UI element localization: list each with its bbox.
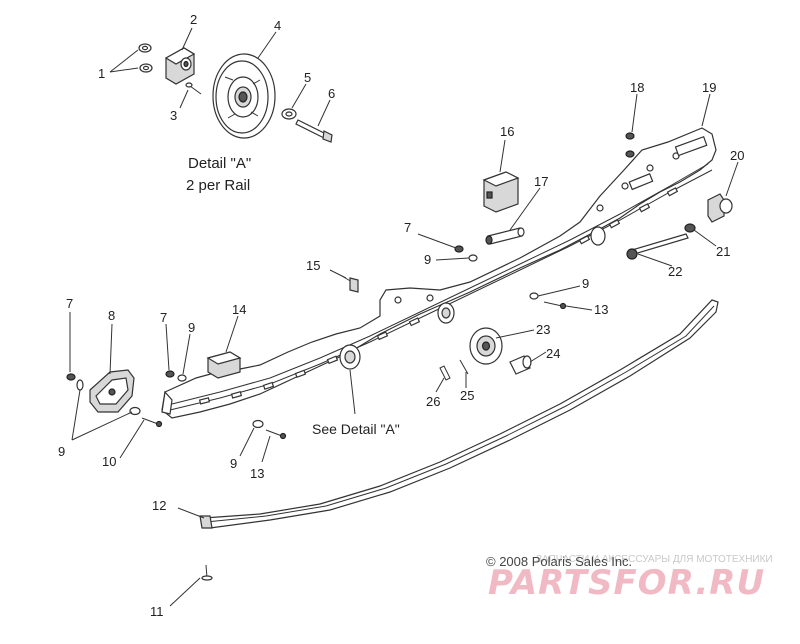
callout-5: 5: [304, 70, 311, 85]
callout-18: 18: [630, 80, 644, 95]
part-18-nuts: [625, 132, 635, 158]
callout-9a: 9: [188, 320, 195, 335]
callout-19: 19: [702, 80, 716, 95]
callout-6: 6: [328, 86, 335, 101]
rail-idler-wheels: [339, 226, 606, 370]
callout-10: 10: [102, 454, 116, 469]
part-4-idler-wheel: [212, 53, 276, 139]
callout-7a: 7: [66, 296, 73, 311]
callout-21: 21: [716, 244, 730, 259]
detail-a-subtitle: 2 per Rail: [186, 177, 250, 194]
callout-24: 24: [546, 346, 560, 361]
callout-8: 8: [108, 308, 115, 323]
callout-16: 16: [500, 124, 514, 139]
part-11-rivet: [201, 564, 213, 581]
callout-7b: 7: [160, 310, 167, 325]
part-14-block: [206, 351, 242, 379]
part-25-pin: [459, 359, 469, 375]
callout-20: 20: [730, 148, 744, 163]
callout-14: 14: [232, 302, 246, 317]
callout-3: 3: [170, 108, 177, 123]
detail-a-title: Detail "A": [188, 155, 251, 172]
callout-13b: 13: [594, 302, 608, 317]
detail-a-group: [138, 43, 333, 143]
callout-9b: 9: [58, 444, 65, 459]
callout-25: 25: [460, 388, 474, 403]
part-16-block: [482, 171, 520, 213]
callout-13a: 13: [250, 466, 264, 481]
callout-12: 12: [152, 498, 166, 513]
part-21-nut: [684, 223, 696, 233]
watermark-subtitle: ЗАПЧАСТИ И АКСЕССУАРЫ ДЛЯ МОТОТЕХНИКИ: [536, 554, 773, 565]
main-rail: [161, 127, 717, 419]
callout-labels: 1 2 3 4 5 6 7 8 7 9 14 9 10 9 13 12 11 1…: [58, 12, 744, 619]
rail-slots: [198, 187, 679, 405]
part-22-long-bolt: [626, 233, 689, 260]
part-9-washers: [76, 254, 539, 429]
part-3-bolt: [185, 82, 202, 95]
callout-11: 11: [150, 604, 164, 619]
copyright-text: © 2008 Polaris Sales Inc.: [486, 554, 632, 569]
part-12-slide: [199, 299, 719, 529]
callout-9c: 9: [230, 456, 237, 471]
callout-4: 4: [274, 18, 281, 33]
part-2-mount-block: [164, 47, 196, 85]
rail-holes: [394, 135, 708, 304]
callout-17: 17: [534, 174, 548, 189]
part-20-clip: [707, 193, 733, 223]
part-1-nuts: [138, 43, 153, 73]
part-15-stud: [341, 275, 359, 293]
part-6-axle-bolt: [295, 119, 333, 143]
callout-9e: 9: [582, 276, 589, 291]
callout-2: 2: [190, 12, 197, 27]
part-10-13-bolts: [141, 301, 567, 440]
part-7-nuts: [66, 245, 464, 381]
callout-23: 23: [536, 322, 550, 337]
callout-7c: 7: [404, 220, 411, 235]
part-8-end-cap: [89, 369, 135, 413]
part-17-spacer: [485, 227, 525, 245]
leader-lines: [69, 27, 739, 607]
part-24-bushing: [509, 355, 532, 375]
part-26-clip: [439, 365, 451, 381]
callout-9d: 9: [424, 252, 431, 267]
callout-1: 1: [98, 66, 105, 81]
see-detail-label: See Detail "A": [312, 421, 400, 437]
watermark-brand: PARTSFOR.RU: [488, 563, 765, 603]
part-23-wheel: [469, 327, 503, 365]
callout-22: 22: [668, 264, 682, 279]
part-5-washer: [281, 108, 297, 120]
callout-15: 15: [306, 258, 320, 273]
callout-26: 26: [426, 394, 440, 409]
